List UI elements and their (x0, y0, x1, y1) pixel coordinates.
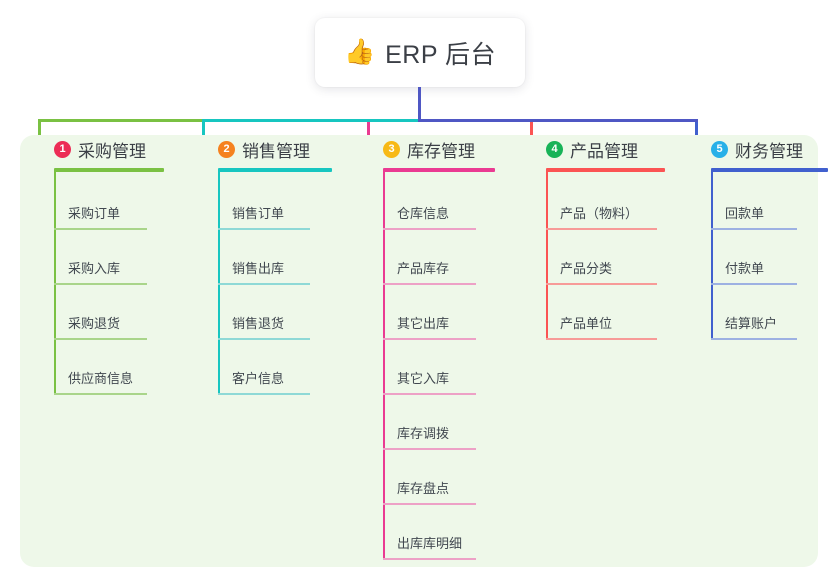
leaf-item[interactable]: 其它出库 (383, 285, 476, 340)
branch-underline (383, 168, 495, 172)
branch-underline (711, 168, 828, 172)
bus-segment-3 (418, 119, 698, 122)
leaf-item[interactable]: 库存调拨 (383, 395, 476, 450)
leaf-underline (54, 338, 147, 340)
branch-header-库存管理[interactable]: 3 库存管理 (366, 135, 475, 163)
leaf-underline (383, 448, 476, 450)
leaf-item[interactable]: 销售出库 (218, 230, 310, 285)
branch-title: 产品管理 (570, 141, 638, 161)
leaf-underline (54, 393, 147, 395)
leaf-underline (711, 283, 797, 285)
leaf-label: 采购入库 (68, 261, 121, 276)
branch-header-产品管理[interactable]: 4 产品管理 (529, 135, 638, 163)
leaf-label: 产品库存 (397, 261, 450, 276)
leaf-item[interactable]: 销售订单 (218, 175, 310, 230)
branch-header-财务管理[interactable]: 5 财务管理 (694, 135, 803, 163)
branch-title: 财务管理 (735, 141, 803, 161)
leaf-label: 产品（物料） (560, 206, 639, 221)
branch-spine (711, 171, 713, 340)
branch-column-4: 4 产品管理产品（物料） 产品分类产品单位 (529, 135, 665, 340)
branch-title: 销售管理 (242, 141, 310, 161)
leaf-item[interactable]: 采购入库 (54, 230, 147, 285)
branch-badge-3: 3 (383, 140, 400, 158)
leaf-item[interactable]: 采购退货 (54, 285, 147, 340)
leaf-label: 供应商信息 (68, 371, 134, 386)
branch-title: 采购管理 (78, 141, 146, 161)
root-node[interactable]: 👍 ERP 后台 (315, 18, 525, 87)
root-title: ERP 后台 (385, 40, 497, 69)
root-stem-connector (418, 87, 421, 120)
branch-badge-4: 4 (546, 140, 563, 158)
branch-column-3: 3 库存管理仓库信息产品库存其它出库其它入库库存调拨库存盘点出库库明细 (366, 135, 495, 560)
leaf-underline (218, 228, 310, 230)
leaf-label: 销售出库 (232, 261, 285, 276)
leaf-underline (711, 228, 797, 230)
leaf-label: 产品单位 (560, 316, 613, 331)
leaf-label: 库存调拨 (397, 426, 450, 441)
leaf-underline (383, 338, 476, 340)
branch-header-销售管理[interactable]: 2 销售管理 (201, 135, 310, 163)
branch-badge-2: 2 (218, 140, 235, 158)
leaf-item[interactable]: 供应商信息 (54, 340, 147, 395)
branch-header-采购管理[interactable]: 1 采购管理 (37, 135, 146, 163)
leaf-label: 采购订单 (68, 206, 121, 221)
leaf-item[interactable]: 回款单 (711, 175, 797, 230)
leaf-underline (383, 283, 476, 285)
leaf-item[interactable]: 付款单 (711, 230, 797, 285)
leaf-underline (383, 393, 476, 395)
leaf-label: 销售订单 (232, 206, 285, 221)
branch-underline (218, 168, 332, 172)
leaf-label: 其它入库 (397, 371, 450, 386)
leaf-item[interactable]: 库存盘点 (383, 450, 476, 505)
leaf-label: 出库库明细 (397, 536, 463, 551)
branch-underline (54, 168, 164, 172)
branch-title: 库存管理 (407, 141, 475, 161)
leaf-underline (546, 283, 657, 285)
branch-spine (546, 171, 548, 340)
leaf-item[interactable]: 产品分类 (546, 230, 657, 285)
bus-segment-1 (38, 119, 205, 122)
leaf-label: 付款单 (725, 261, 765, 276)
leaf-item[interactable]: 采购订单 (54, 175, 147, 230)
leaf-item[interactable]: 产品（物料） (546, 175, 657, 230)
branch-column-5: 5 财务管理回款单付款单结算账户 (694, 135, 828, 340)
leaf-label: 仓库信息 (397, 206, 450, 221)
leaf-underline (218, 338, 310, 340)
leaf-item[interactable]: 客户信息 (218, 340, 310, 395)
branch-column-1: 1 采购管理采购订单采购入库采购退货供应商信息 (37, 135, 164, 395)
leaf-underline (546, 228, 657, 230)
leaf-label: 结算账户 (725, 316, 778, 331)
thumbs-up-icon: 👍 (343, 38, 376, 66)
leaf-label: 库存盘点 (397, 481, 450, 496)
branch-underline (546, 168, 665, 172)
leaf-item[interactable]: 其它入库 (383, 340, 476, 395)
leaf-underline (218, 283, 310, 285)
leaf-item[interactable]: 产品单位 (546, 285, 657, 340)
leaf-underline (711, 338, 797, 340)
leaf-label: 产品分类 (560, 261, 613, 276)
leaf-underline (383, 503, 476, 505)
leaf-label: 销售退货 (232, 316, 285, 331)
leaf-underline (546, 338, 657, 340)
leaf-item[interactable]: 销售退货 (218, 285, 310, 340)
leaf-underline (383, 228, 476, 230)
leaf-underline (54, 228, 147, 230)
bus-segment-2 (202, 119, 421, 122)
leaf-item[interactable]: 出库库明细 (383, 505, 476, 560)
leaf-label: 其它出库 (397, 316, 450, 331)
leaf-label: 客户信息 (232, 371, 285, 386)
leaf-item[interactable]: 仓库信息 (383, 175, 476, 230)
leaf-underline (54, 283, 147, 285)
branch-badge-1: 1 (54, 140, 71, 158)
branch-column-2: 2 销售管理销售订单销售出库销售退货客户信息 (201, 135, 332, 395)
branch-badge-5: 5 (711, 140, 728, 158)
leaf-underline (383, 558, 476, 560)
leaf-underline (218, 393, 310, 395)
leaf-label: 回款单 (725, 206, 765, 221)
branches-panel: 1 采购管理采购订单采购入库采购退货供应商信息 2 销售管理销售订单销售出库销售退货客… (20, 135, 828, 567)
branch-spine (383, 171, 385, 560)
leaf-item[interactable]: 产品库存 (383, 230, 476, 285)
leaf-item[interactable]: 结算账户 (711, 285, 797, 340)
leaf-label: 采购退货 (68, 316, 121, 331)
